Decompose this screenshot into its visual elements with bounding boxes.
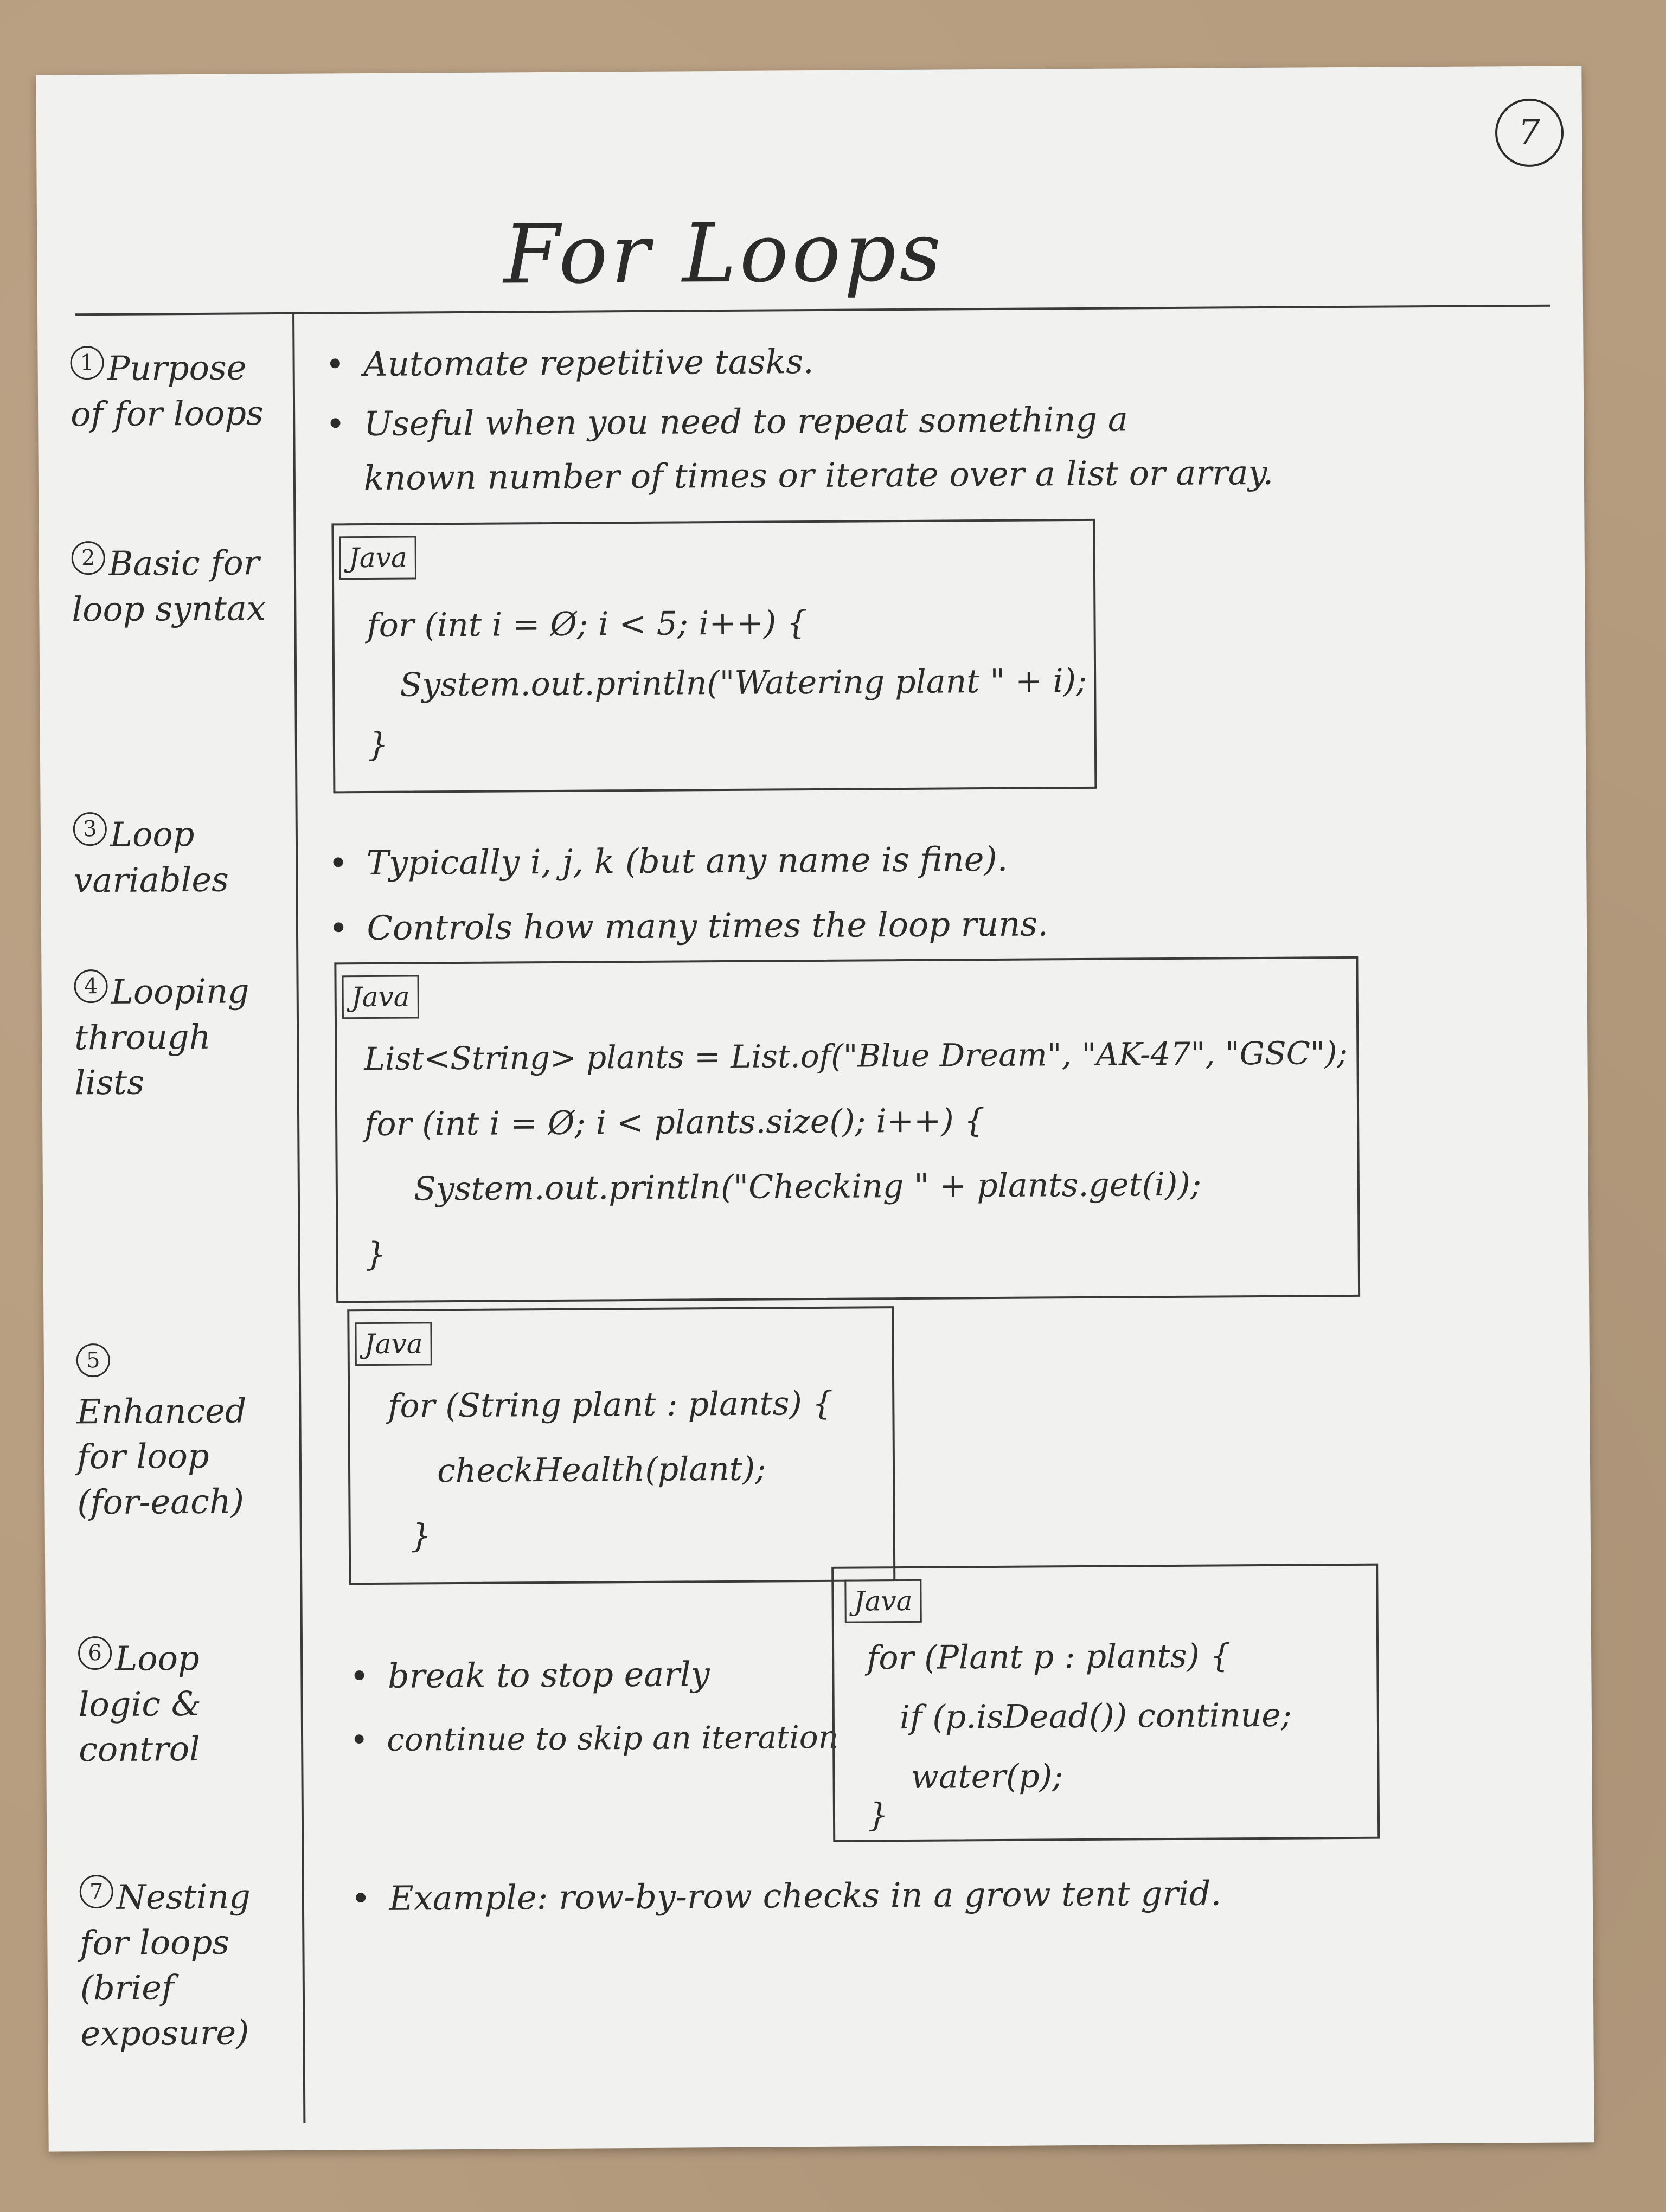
bullet-item: Controls how many times the loop runs. <box>329 904 1048 948</box>
code-line: for (int i = Ø; i < plants.size(); i++) … <box>364 1102 985 1144</box>
code-line: checkHealth(plant); <box>437 1450 766 1490</box>
cue-column-divider <box>292 312 306 2123</box>
page-title: For Loops <box>503 205 945 303</box>
code-line: } <box>410 1517 432 1555</box>
code-line: List<String> plants = List.of("Blue Drea… <box>364 1034 1348 1078</box>
section-number: 1 <box>70 345 104 380</box>
section-number: 2 <box>71 541 105 575</box>
code-line: System.out.println("Watering plant " + i… <box>399 661 1087 704</box>
bullet-continuation: known number of times or iterate over a … <box>363 452 1274 498</box>
cue-enhanced-for: 5Enhanced for loop (for-each) <box>76 1342 284 1525</box>
section-number: 5 <box>76 1343 110 1378</box>
bullet-item: Useful when you need to repeat something… <box>325 399 1128 443</box>
section-number: 6 <box>78 1636 112 1670</box>
code-line: } <box>867 1796 889 1835</box>
bullet-item: Typically i, j, k (but any name is fine)… <box>328 839 1008 883</box>
code-language-tag: Java <box>844 1579 922 1623</box>
code-language-tag: Java <box>355 1322 432 1366</box>
title-divider-line <box>75 304 1550 316</box>
code-line: System.out.println("Checking " + plants.… <box>413 1165 1202 1208</box>
code-line: if (p.isDead()) continue; <box>899 1696 1292 1737</box>
code-line: for (String plant : plants) { <box>388 1384 834 1425</box>
code-language-tag: Java <box>342 975 419 1019</box>
section-number: 3 <box>73 812 107 846</box>
code-block-for-each: Java for (String plant : plants) { check… <box>347 1306 896 1585</box>
code-line: } <box>367 725 389 764</box>
cue-label: Enhanced for loop (for-each) <box>76 1391 247 1522</box>
code-line: } <box>365 1235 387 1274</box>
section-number: 7 <box>79 1874 113 1909</box>
code-block-control: Java for (Plant p : plants) { if (p.isDe… <box>831 1563 1380 1842</box>
bullet-item: break to stop early <box>349 1654 710 1696</box>
code-line: for (Plant p : plants) { <box>866 1637 1231 1677</box>
bullet-item: Automate repetitive tasks. <box>325 342 814 384</box>
code-block-basic: Java for (int i = Ø; i < 5; i++) { Syste… <box>331 518 1097 794</box>
bullet-item: Example: row-by-row checks in a grow ten… <box>351 1873 1221 1918</box>
page-number: 7 <box>1495 98 1564 168</box>
bullet-item: continue to skip an iteration <box>350 1719 838 1759</box>
code-line: water(p); <box>911 1757 1063 1796</box>
code-line: for (int i = Ø; i < 5; i++) { <box>367 604 808 645</box>
code-block-list-loop: Java List<String> plants = List.of("Blue… <box>334 956 1361 1303</box>
section-number: 4 <box>74 969 108 1004</box>
code-language-tag: Java <box>339 536 416 580</box>
